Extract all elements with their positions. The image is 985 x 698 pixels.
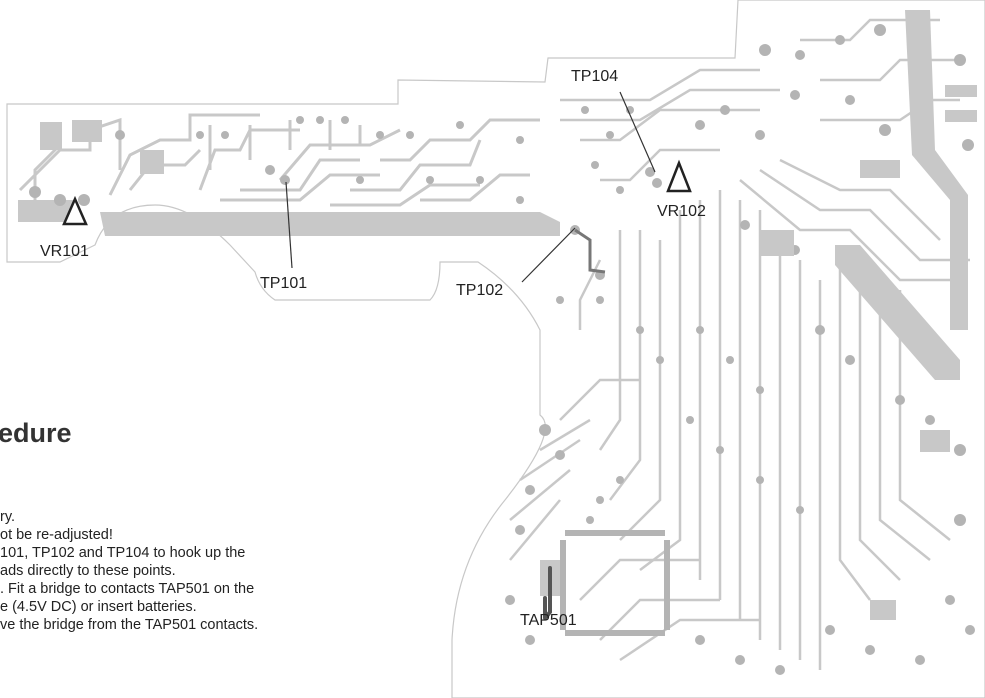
- procedure-line: . Fit a bridge to contacts TAP501 on the: [0, 581, 255, 597]
- label-vr102: VR102: [657, 203, 706, 220]
- pad-block: [40, 122, 62, 150]
- left-traces: [18, 113, 540, 215]
- pad-block: [72, 120, 102, 142]
- procedure-line: ry.: [0, 509, 16, 525]
- label-vr101: VR101: [40, 243, 89, 260]
- right-strips: [835, 10, 977, 380]
- vr101-triangle-icon: [62, 195, 88, 226]
- bus-strip: [100, 212, 560, 236]
- leader-lines: [285, 91, 656, 283]
- label-tp104: TP104: [571, 68, 619, 85]
- section-heading: edure: [0, 418, 72, 448]
- pad-block: [140, 150, 164, 174]
- procedure-line: ot be re-adjusted!: [0, 527, 113, 543]
- label-tp102: TP102: [456, 282, 504, 299]
- pad-block: [920, 430, 950, 452]
- ic-footprint: [560, 530, 670, 636]
- procedure-line: 101, TP102 and TP104 to hook up the: [0, 545, 246, 561]
- procedure-line: ve the bridge from the TAP501 contacts.: [0, 617, 259, 633]
- vr102-triangle-icon: [666, 159, 692, 193]
- left-pads: [29, 116, 524, 206]
- vr-symbols: [62, 159, 692, 226]
- label-tap501: TAP501: [520, 612, 577, 629]
- label-tp101: TP101: [260, 275, 308, 292]
- tap501-bridge: [543, 566, 552, 620]
- right-traces: [509, 18, 970, 670]
- pad-block: [870, 600, 896, 620]
- pad-block: [760, 230, 794, 256]
- procedure-line: ads directly to these points.: [0, 563, 176, 579]
- tp102-trace: [574, 228, 606, 274]
- procedure-text: ry. ot be re-adjusted! 101, TP102 and TP…: [0, 508, 258, 634]
- procedure-line: e (4.5V DC) or insert batteries.: [0, 599, 197, 615]
